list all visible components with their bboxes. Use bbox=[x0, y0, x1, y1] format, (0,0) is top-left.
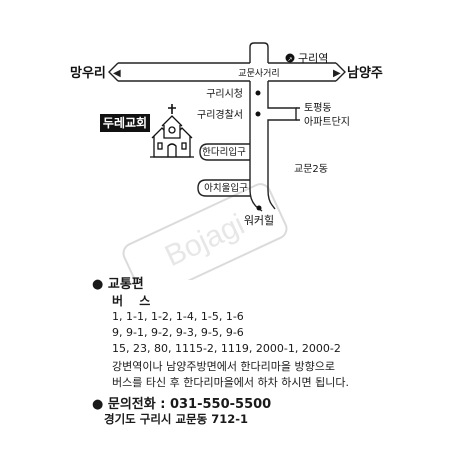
subway-icon: ↗ bbox=[288, 56, 293, 63]
cityhall-dot bbox=[255, 90, 261, 96]
label-gyomun2: 교문2동 bbox=[294, 163, 328, 175]
bus-line-1: 1, 1-1, 1-2, 1-4, 1-5, 1-6 bbox=[112, 310, 244, 323]
label-police: 구리경찰서 bbox=[197, 108, 243, 121]
watermark-text: Bojagi bbox=[160, 208, 250, 273]
main-road bbox=[108, 62, 346, 82]
bus-line-2: 9, 9-1, 9-2, 9-3, 9-5, 9-6 bbox=[112, 326, 244, 339]
bus-line-3: 15, 23, 80, 1115-2, 1119, 2000-1, 2000-2 bbox=[112, 342, 341, 355]
contact-phone: 문의전화 : 031-550-5500 bbox=[107, 397, 272, 412]
church-label-box bbox=[100, 114, 150, 132]
side-road-topyeong bbox=[296, 107, 300, 121]
west-arrow-icon: ◀ bbox=[113, 68, 121, 79]
label-acheul: 아치울입구 bbox=[204, 182, 248, 194]
label-destination: 워커힐 bbox=[244, 214, 274, 227]
label-station: 구리역 bbox=[298, 52, 328, 65]
bus-label: 버 스 bbox=[112, 294, 157, 308]
branch-handari bbox=[199, 143, 250, 161]
label-cityhall: 구리시청 bbox=[206, 88, 243, 100]
label-handari: 한다리입구 bbox=[202, 146, 246, 158]
contact-address: 경기도 구리시 교문동 712-1 bbox=[104, 412, 249, 426]
label-east: 남양주 bbox=[347, 65, 383, 81]
label-church: 두레교회 bbox=[103, 115, 147, 130]
directions-line-2: 버스를 타신 후 한다리마을에서 하차 하시면 됩니다. bbox=[112, 376, 349, 389]
label-topyeong: 토평동 bbox=[304, 102, 332, 114]
station-marker: ↗ bbox=[285, 53, 295, 63]
label-junction: 교문사거리 bbox=[238, 68, 279, 79]
destination-dot bbox=[256, 205, 262, 211]
branch-acheul bbox=[197, 179, 250, 197]
label-west: 망우리 bbox=[70, 65, 106, 81]
police-dot bbox=[255, 111, 261, 117]
contact-row: ● 문의전화 : 031-550-5500 bbox=[92, 393, 271, 412]
east-arrow-icon: ▶ bbox=[333, 68, 341, 79]
directions-line-1: 강변역이나 남양주방면에서 한다리마을 방향으로 bbox=[112, 360, 336, 373]
church-icon bbox=[150, 104, 194, 158]
label-apt: 아파트단지 bbox=[304, 116, 350, 128]
location-map: Bojagi ◀ ▶ 망우리 남양주 교문사거리 ↗ 구리역 토평동 아파트단지… bbox=[70, 42, 383, 280]
bullet-icon: ● bbox=[92, 397, 104, 412]
